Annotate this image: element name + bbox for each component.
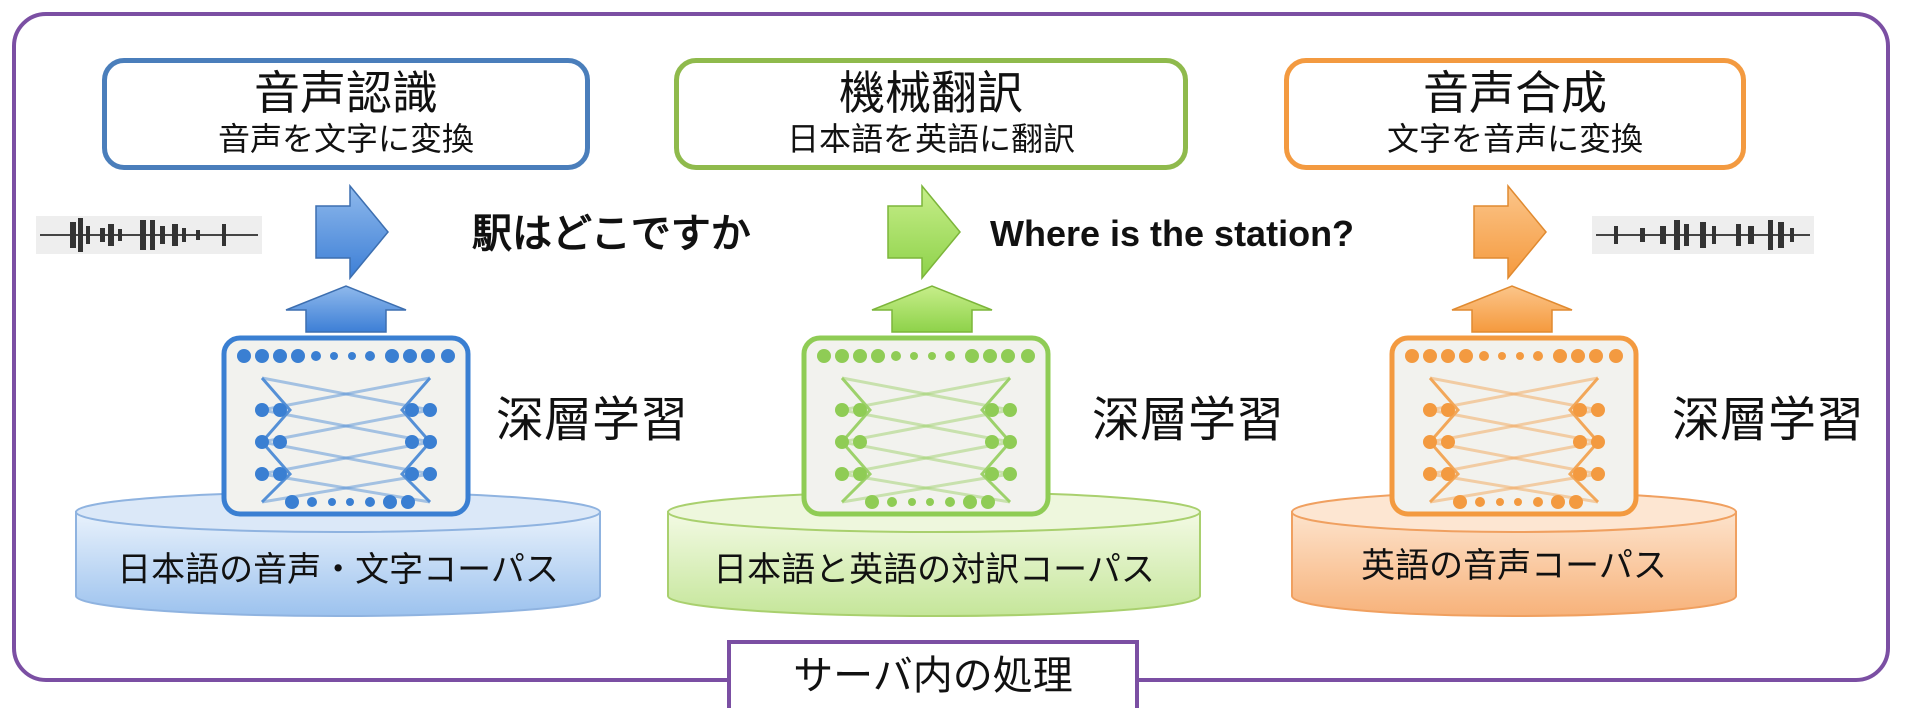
- up-arrow-icon: [1451, 285, 1573, 333]
- output-waveform-icon: [1592, 216, 1814, 254]
- neural-network-icon: [221, 335, 471, 517]
- stage-title: 音声合成: [1423, 66, 1607, 120]
- stage-title: 機械翻訳: [839, 66, 1023, 120]
- right-arrow-icon: [1473, 183, 1547, 281]
- stage-subtitle: 日本語を英語に翻訳: [786, 120, 1075, 158]
- deep-learning-label: 深層学習: [1092, 392, 1285, 448]
- stage-speech-recognition: 音声認識 音声を文字に変換: [102, 58, 590, 170]
- neural-network-icon: [801, 335, 1051, 517]
- right-arrow-icon: [887, 183, 961, 281]
- english-sentence: Where is the station?: [990, 213, 1355, 254]
- corpus-label: 英語の音声コーパス: [1361, 546, 1667, 586]
- up-arrow-icon: [285, 285, 407, 333]
- right-arrow-icon: [315, 183, 389, 281]
- corpus-label: 日本語と英語の対訳コーパス: [713, 550, 1155, 590]
- neural-network-icon: [1389, 335, 1639, 517]
- deep-learning-label: 深層学習: [1672, 392, 1865, 448]
- stage-title: 音声認識: [254, 66, 438, 120]
- japanese-sentence: 駅はどこですか: [472, 211, 751, 257]
- stage-machine-translation: 機械翻訳 日本語を英語に翻訳: [674, 58, 1188, 170]
- corpus-label: 日本語の音声・文字コーパス: [117, 550, 559, 590]
- stage-speech-synthesis: 音声合成 文字を音声に変換: [1284, 58, 1746, 170]
- stage-subtitle: 文字を音声に変換: [1386, 120, 1643, 158]
- up-arrow-icon: [871, 285, 993, 333]
- deep-learning-label: 深層学習: [496, 392, 689, 448]
- stage-subtitle: 音声を文字に変換: [217, 120, 474, 158]
- input-waveform-icon: [36, 216, 262, 254]
- server-processing-label: サーバ内の処理: [727, 640, 1139, 708]
